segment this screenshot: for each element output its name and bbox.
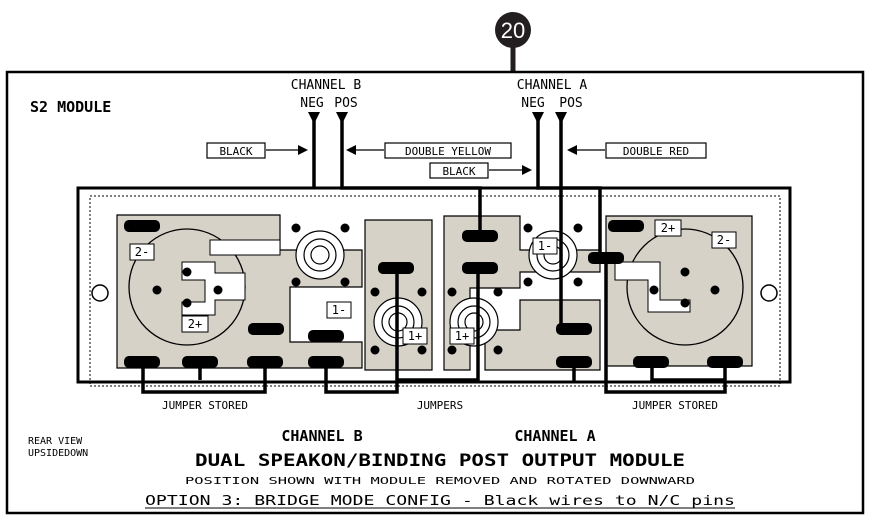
jumpers-center: JUMPERS	[417, 399, 463, 412]
wire-label-black-b: BLACK	[219, 145, 252, 158]
wire-a-neg	[536, 120, 602, 258]
callout-badge: 20	[495, 12, 531, 72]
pin-b-bottom-3	[247, 356, 283, 368]
channel-a-header: CHANNEL A	[517, 78, 588, 93]
pin-b-bottom-1	[124, 356, 160, 368]
label-a-1minus: 1-	[538, 239, 552, 253]
pin-a-mid	[556, 323, 592, 335]
wire-label-black-a: BLACK	[442, 165, 475, 178]
wire-label-double-yellow: DOUBLE YELLOW	[405, 145, 491, 158]
label-b-1plus: 1+	[408, 329, 422, 343]
footer-channel-b: CHANNEL B	[281, 427, 362, 445]
module-title: DUAL SPEAKON/BINDING POST OUTPUT MODULE	[195, 451, 685, 471]
pin-a-bridge	[588, 252, 624, 264]
label-right-2plus: 2+	[661, 221, 675, 235]
channel-b-pos: POS	[334, 96, 357, 111]
jumper-stored-left: JUMPER STORED	[162, 399, 248, 412]
pin-a-bottom-1	[556, 356, 592, 368]
rear-view-line2: UPSIDEDOWN	[28, 448, 88, 459]
label-a-1plus: 1+	[455, 329, 469, 343]
option-note: OPTION 3: BRIDGE MODE CONFIG - Black wir…	[145, 493, 735, 509]
jumper-center-wire-2	[397, 274, 480, 382]
jumper-center-wire-1	[324, 274, 399, 394]
pin-b-pos	[378, 262, 414, 274]
jumper-left-wire	[141, 368, 267, 394]
channel-b-header: CHANNEL B	[291, 78, 362, 93]
pin-b-bottom-2	[182, 356, 218, 368]
mount-hole-right	[760, 284, 778, 302]
pin-a-center	[462, 262, 498, 274]
jumper-stored-right: JUMPER STORED	[632, 399, 718, 412]
pin-b-mid	[248, 323, 284, 335]
board-dotted-edge	[89, 195, 781, 387]
module-subtitle: POSITION SHOWN WITH MODULE REMOVED AND R…	[185, 476, 695, 487]
channel-a-pos: POS	[559, 96, 582, 111]
wire-label-double-red: DOUBLE RED	[623, 145, 689, 158]
trace-left-top	[209, 239, 281, 256]
panel-a-lower	[484, 299, 601, 371]
trace-left	[181, 261, 246, 316]
pin-a-2plus	[608, 220, 644, 232]
pin-a-bottom-2	[633, 356, 669, 368]
label-left-2plus: 2+	[188, 317, 202, 331]
speakon-a	[626, 228, 744, 346]
module-label: S2 MODULE	[30, 98, 111, 116]
pin-a-bottom-3	[707, 356, 743, 368]
callout-number: 20	[501, 18, 525, 43]
wire-b-pos-double-yellow	[340, 120, 482, 236]
footer-channel-a: CHANNEL A	[514, 427, 595, 445]
pin-b-jumper-a	[308, 330, 344, 342]
mount-hole-left	[91, 284, 109, 302]
rear-view-line1: REAR VIEW	[28, 436, 83, 447]
channel-a-neg: NEG	[521, 96, 545, 111]
channel-b-neg: NEG	[300, 96, 324, 111]
label-right-2minus: 2-	[717, 233, 731, 247]
label-b-1minus: 1-	[332, 303, 346, 317]
pin-b-bottom-4	[308, 356, 344, 368]
label-left-2minus: 2-	[135, 245, 149, 259]
pin-b-2minus	[124, 220, 160, 232]
